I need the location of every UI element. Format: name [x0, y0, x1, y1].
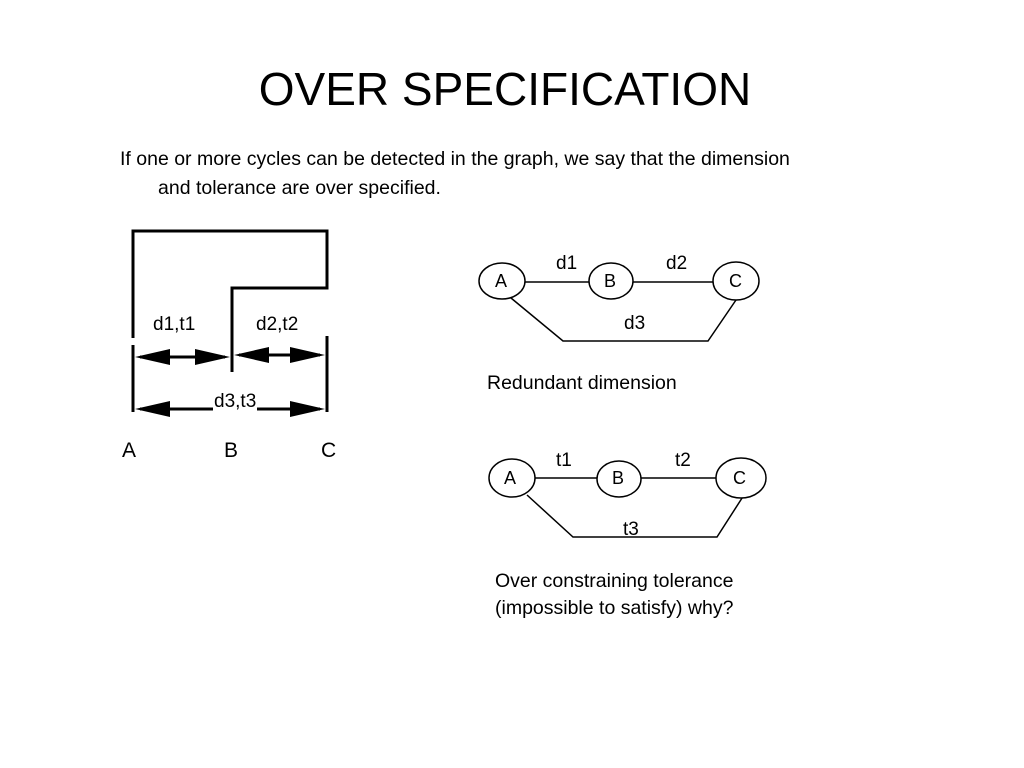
dimension-d1	[135, 349, 230, 365]
node-a	[478, 262, 526, 300]
point-label-c: C	[321, 439, 337, 462]
dimension-graph	[478, 261, 760, 342]
graph1-edge-d1-label: d1	[556, 253, 578, 274]
edge-t3	[526, 494, 745, 538]
intro-line-1: If one or more cycles can be detected in…	[120, 148, 790, 170]
dim-label-d1t1: d1,t1	[153, 314, 196, 335]
graph1-node-b-label: B	[604, 271, 617, 291]
graph2-edge-t3-label: t3	[623, 519, 639, 540]
edge-d3	[510, 297, 737, 342]
dim-label-d2t2: d2,t2	[256, 314, 299, 335]
graph1-edge-d2-label: d2	[666, 253, 688, 274]
graph2-node-a-label: A	[504, 468, 517, 488]
tolerance-graph	[488, 457, 767, 538]
graph1-edge-d3-label: d3	[624, 313, 646, 334]
graph2-edge-t1-label: t1	[556, 450, 572, 471]
graph1-caption: Redundant dimension	[487, 372, 677, 394]
graph2-caption-line2: (impossible to satisfy) why?	[495, 597, 734, 619]
point-label-b: B	[224, 439, 239, 462]
node-c	[712, 261, 760, 301]
intro-line-2: and tolerance are over specified.	[158, 177, 441, 199]
node-a	[488, 458, 536, 498]
graph2-caption-line1: Over constraining tolerance	[495, 570, 734, 592]
node-b	[588, 262, 634, 300]
graph1-node-a-label: A	[495, 271, 508, 291]
slide-title: OVER SPECIFICATION	[258, 63, 752, 115]
point-label-a: A	[122, 439, 137, 462]
intro-paragraph: If one or more cycles can be detected in…	[120, 145, 950, 203]
node-c	[715, 457, 767, 499]
graph2-edge-t2-label: t2	[675, 450, 691, 471]
node-b	[596, 460, 642, 498]
part-outline	[131, 229, 329, 338]
graph1-node-c-label: C	[729, 271, 742, 291]
graph2-node-c-label: C	[733, 468, 746, 488]
dim-label-d3t3: d3,t3	[213, 391, 258, 413]
graph2-node-b-label: B	[612, 468, 625, 488]
dimension-d2	[234, 347, 325, 363]
